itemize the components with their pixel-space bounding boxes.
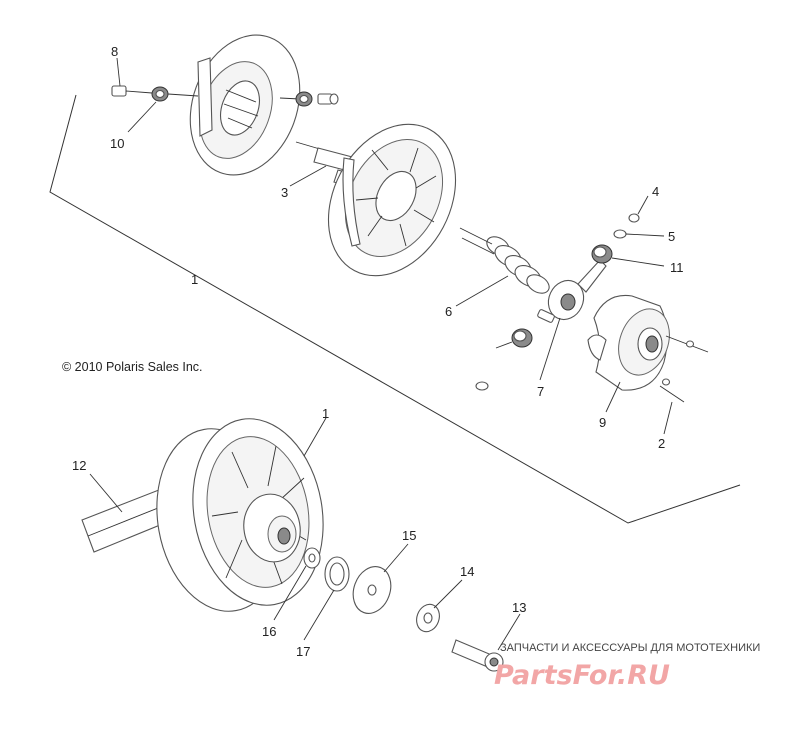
watermark-logo: PartsFor.RU xyxy=(494,660,670,691)
callout-6: 6 xyxy=(445,304,452,319)
copyright-text: © 2010 Polaris Sales Inc. xyxy=(62,360,203,374)
callout-16: 16 xyxy=(262,624,276,639)
washer-14 xyxy=(416,603,440,633)
leader-lines xyxy=(89,57,673,651)
washer-5 xyxy=(613,229,627,239)
cover-9 xyxy=(587,294,670,391)
watermark-tagline: ЗАПЧАСТИ И АКСЕССУАРЫ ДЛЯ МОТОТЕХНИКИ xyxy=(500,642,760,654)
callout-1b: 1 xyxy=(322,406,329,421)
sheave-nut xyxy=(279,91,339,107)
callout-3: 3 xyxy=(281,185,288,200)
bushing-10 xyxy=(151,86,199,102)
spring-6 xyxy=(459,227,550,294)
spider-7 xyxy=(537,259,607,323)
callout-2: 2 xyxy=(658,436,665,451)
washer-15 xyxy=(352,566,392,614)
watermark: ЗАПЧАСТИ И АКСЕССУАРЫ ДЛЯ МОТОТЕХНИКИ Pa… xyxy=(494,642,760,691)
movable-sheave xyxy=(327,123,457,277)
bolt-13 xyxy=(451,639,504,672)
washer-16 xyxy=(303,547,321,569)
callout-7: 7 xyxy=(537,384,544,399)
fixed-sheave xyxy=(189,34,301,176)
callout-14: 14 xyxy=(460,564,474,579)
callout-12: 12 xyxy=(72,458,86,473)
washer-lower xyxy=(475,381,489,391)
callout-8: 8 xyxy=(111,44,118,59)
callout-5: 5 xyxy=(668,229,675,244)
screws-2 xyxy=(659,335,709,403)
roller-lower xyxy=(495,328,533,349)
assembly-frame xyxy=(49,94,741,524)
callout-17: 17 xyxy=(296,644,310,659)
roller-11 xyxy=(591,244,613,264)
callout-11: 11 xyxy=(670,260,684,275)
washer-4 xyxy=(628,213,640,223)
clutch-assembly-1 xyxy=(156,418,324,612)
washer-17 xyxy=(324,556,350,592)
callout-9: 9 xyxy=(599,415,606,430)
callout-10: 10 xyxy=(110,136,124,151)
callout-15: 15 xyxy=(402,528,416,543)
bolt-8 xyxy=(111,85,153,97)
callout-1a: 1 xyxy=(191,272,198,287)
callout-labels: 1 1 2 3 4 5 6 7 8 9 10 11 12 13 14 15 16… xyxy=(72,44,684,659)
callout-4: 4 xyxy=(652,184,659,199)
callout-13: 13 xyxy=(512,600,526,615)
